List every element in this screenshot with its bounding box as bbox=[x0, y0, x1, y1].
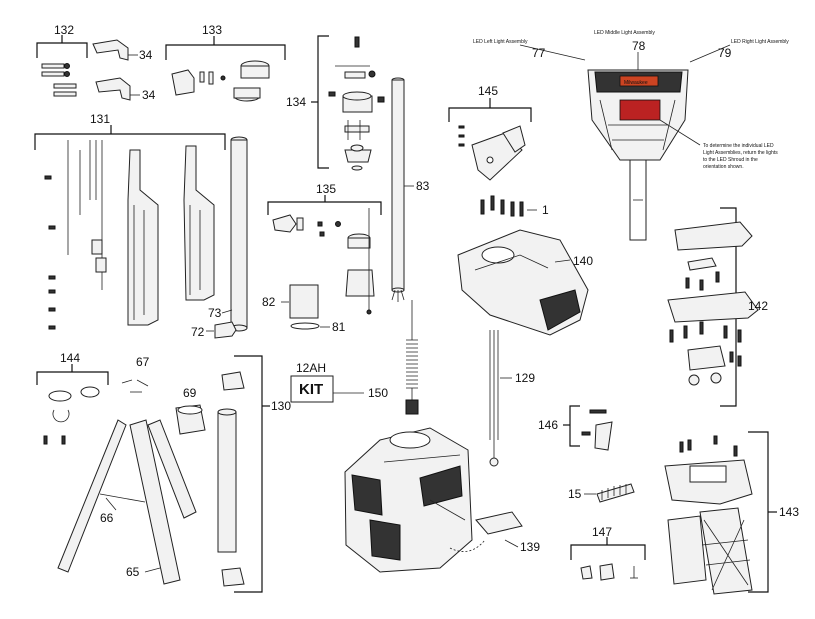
part-group-143 bbox=[664, 431, 777, 595]
callout-145: 145 bbox=[478, 84, 498, 98]
part-group-135 bbox=[267, 195, 382, 315]
main-base-body bbox=[344, 427, 486, 573]
note-line-1: To determine the individual LED bbox=[703, 143, 774, 149]
callout-143: 143 bbox=[779, 505, 799, 519]
callout-81: 81 bbox=[332, 320, 346, 334]
label-led-right: LED Right Light Assembly bbox=[731, 39, 789, 45]
callout-139: 139 bbox=[520, 540, 540, 554]
label-led-middle: LED Middle Light Assembly bbox=[594, 30, 655, 36]
part-group-142 bbox=[667, 207, 759, 407]
collar-69 bbox=[175, 404, 206, 435]
led-light-head: Milwaukee bbox=[587, 69, 689, 241]
part-group-134 bbox=[311, 35, 385, 171]
part-group-130 bbox=[217, 355, 270, 593]
leg-65-center bbox=[129, 419, 181, 585]
tube-73 bbox=[221, 136, 248, 332]
callout-144: 144 bbox=[60, 351, 80, 365]
coiled-cable bbox=[405, 300, 419, 415]
callout-150: 150 bbox=[368, 386, 388, 400]
spring-15 bbox=[584, 483, 635, 503]
callout-69: 69 bbox=[183, 386, 197, 400]
leg-right bbox=[147, 419, 197, 519]
callout-132: 132 bbox=[54, 23, 74, 37]
callout-79: 79 bbox=[718, 46, 732, 60]
clamp-bracket-34-lower bbox=[95, 77, 140, 101]
pins-67 bbox=[121, 379, 149, 393]
callout-133: 133 bbox=[202, 23, 222, 37]
clamp-bracket-34-upper bbox=[92, 39, 138, 61]
note-line-4: orientation shown. bbox=[703, 164, 744, 170]
callout-72: 72 bbox=[191, 325, 205, 339]
callout-73: 73 bbox=[208, 306, 222, 320]
callout-1: 1 bbox=[542, 203, 549, 217]
label-led-left: LED Left Light Assembly bbox=[473, 39, 528, 45]
tripod-legs bbox=[57, 419, 197, 585]
callout-65: 65 bbox=[126, 565, 140, 579]
part-group-132 bbox=[36, 35, 88, 97]
battery-housing-140 bbox=[457, 229, 589, 336]
battery-139 bbox=[475, 511, 523, 548]
callout-142: 142 bbox=[748, 299, 768, 313]
callout-34-upper: 34 bbox=[139, 48, 153, 62]
callout-78: 78 bbox=[632, 39, 646, 53]
callout-134: 134 bbox=[286, 95, 306, 109]
kit-label: KIT bbox=[299, 381, 323, 398]
mount-rail-131b bbox=[183, 145, 215, 301]
o-ring-81 bbox=[290, 322, 330, 330]
callout-129: 129 bbox=[515, 371, 535, 385]
note-line-3: to the LED Shroud in the bbox=[703, 157, 758, 163]
pole-83 bbox=[391, 77, 414, 302]
callout-67: 67 bbox=[136, 355, 150, 369]
part-group-145 bbox=[448, 98, 532, 181]
callout-131: 131 bbox=[90, 112, 110, 126]
part-group-146 bbox=[563, 405, 613, 451]
part-group-144 bbox=[36, 364, 109, 445]
small-screws-131 bbox=[44, 140, 107, 330]
callout-77: 77 bbox=[532, 46, 546, 60]
part-group-133 bbox=[165, 36, 286, 102]
sleeve-82 bbox=[281, 284, 319, 319]
part-group-131 bbox=[34, 125, 226, 330]
callout-135: 135 bbox=[316, 182, 336, 196]
callout-66: 66 bbox=[100, 511, 114, 525]
collar-72 bbox=[206, 321, 237, 339]
callout-15: 15 bbox=[568, 487, 582, 501]
callout-130: 130 bbox=[271, 399, 291, 413]
brand-logo: Milwaukee bbox=[624, 80, 648, 86]
leg-66-left bbox=[57, 419, 127, 573]
callout-34-lower: 34 bbox=[142, 88, 156, 102]
callout-82: 82 bbox=[262, 295, 276, 309]
mount-rail-131a bbox=[127, 149, 159, 326]
callout-146: 146 bbox=[538, 418, 558, 432]
wire-lead-129 bbox=[489, 330, 512, 467]
battery-kit-150: 12AH KIT bbox=[290, 361, 364, 403]
callout-147: 147 bbox=[592, 525, 612, 539]
screws-1 bbox=[480, 195, 537, 217]
battery-capacity-label: 12AH bbox=[296, 361, 326, 375]
note-line-2: Light Assemblies, return the lights bbox=[703, 150, 778, 156]
screw-set-132 bbox=[41, 63, 77, 97]
callout-83: 83 bbox=[416, 179, 430, 193]
part-group-147 bbox=[570, 537, 646, 581]
callout-140: 140 bbox=[573, 254, 593, 268]
